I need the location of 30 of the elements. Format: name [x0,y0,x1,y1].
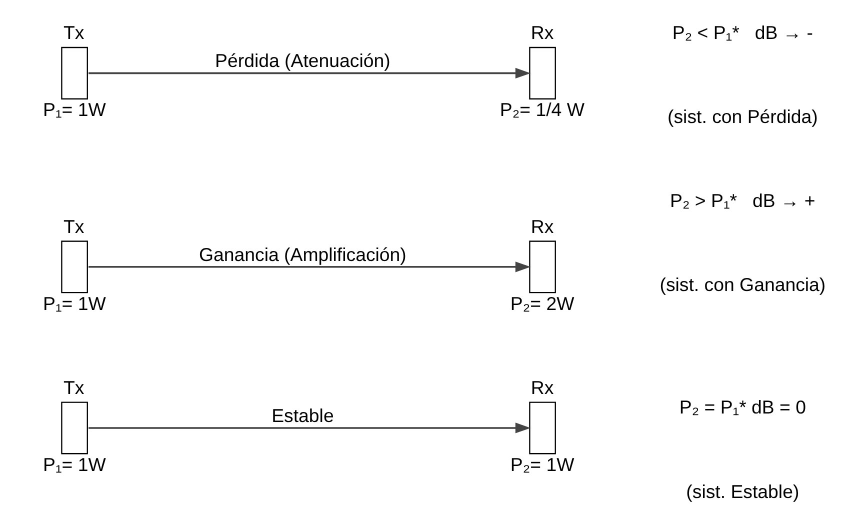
node-label: Tx [62,376,84,398]
arrow [88,67,530,78]
node-box [528,401,556,454]
node-label: Rx [530,22,554,43]
label: (sist. con Ganancia) [659,274,826,295]
node-box [60,240,88,293]
edge-label: Pérdida (Atenuación) [214,50,390,71]
node-label: P₁= 1W [42,292,106,314]
node-label: P₂= 1W [510,453,574,474]
label: P₂ > P₁* dB → + [670,190,815,211]
node-label: P₂= 1/4 W [499,98,584,120]
label: (sist. Estable) [686,480,799,502]
node-box [60,401,88,454]
edge-label: Estable [271,404,334,426]
label: (sist. con Pérdida) [667,106,818,127]
label: P₂ < P₁* dB → - [672,22,812,43]
node-label: Tx [62,22,84,43]
node-label: Rx [530,376,554,398]
node-label: P₂= 2W [510,292,574,314]
node-label: Tx [62,215,84,236]
arrow [88,422,530,433]
node-label: P₁= 1W [42,98,106,120]
node-label: P₁= 1W [42,453,106,474]
edge-label: Ganancia (Amplificación) [198,243,406,264]
node-box [528,240,556,293]
arrow [88,261,530,272]
node-box [60,46,88,99]
label: P₂ = P₁* dB = 0 [678,396,806,418]
node-box [528,46,556,99]
node-label: Rx [530,215,554,236]
